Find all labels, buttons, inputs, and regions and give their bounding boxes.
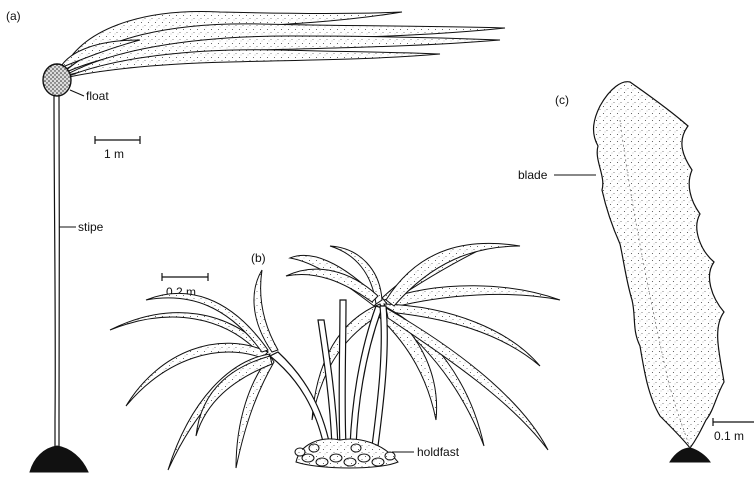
panel-a-scale-label: 1 m: [104, 147, 124, 161]
panel-c-scale-bar: 0.1 m: [713, 418, 754, 443]
panel-a: (a) float stipe 1 m: [6, 9, 505, 472]
panel-a-holdfast-icon: [30, 446, 88, 472]
blade-label: blade: [518, 168, 548, 182]
panel-b-holdfast-icon: [295, 439, 398, 468]
blade-icon: [594, 82, 724, 448]
stipe-label: stipe: [78, 220, 104, 234]
panel-a-letter: (a): [6, 9, 21, 23]
stipe-icon: [54, 95, 59, 448]
panel-b-letter: (b): [251, 251, 266, 265]
panel-c: (c) blade 0.1 m: [518, 82, 754, 462]
holdfast-label: holdfast: [417, 445, 460, 459]
panel-c-scale-label: 0.1 m: [714, 429, 744, 443]
panel-a-blades: [60, 12, 505, 78]
panel-c-holdfast-icon: [670, 448, 710, 462]
float-icon: [43, 64, 71, 96]
panel-b: (b) 0.2 m: [110, 243, 560, 470]
panel-a-scale-bar: 1 m: [95, 136, 140, 161]
panel-c-letter: (c): [555, 93, 569, 107]
float-label: float: [86, 89, 109, 103]
panel-b-stems: [270, 300, 387, 446]
